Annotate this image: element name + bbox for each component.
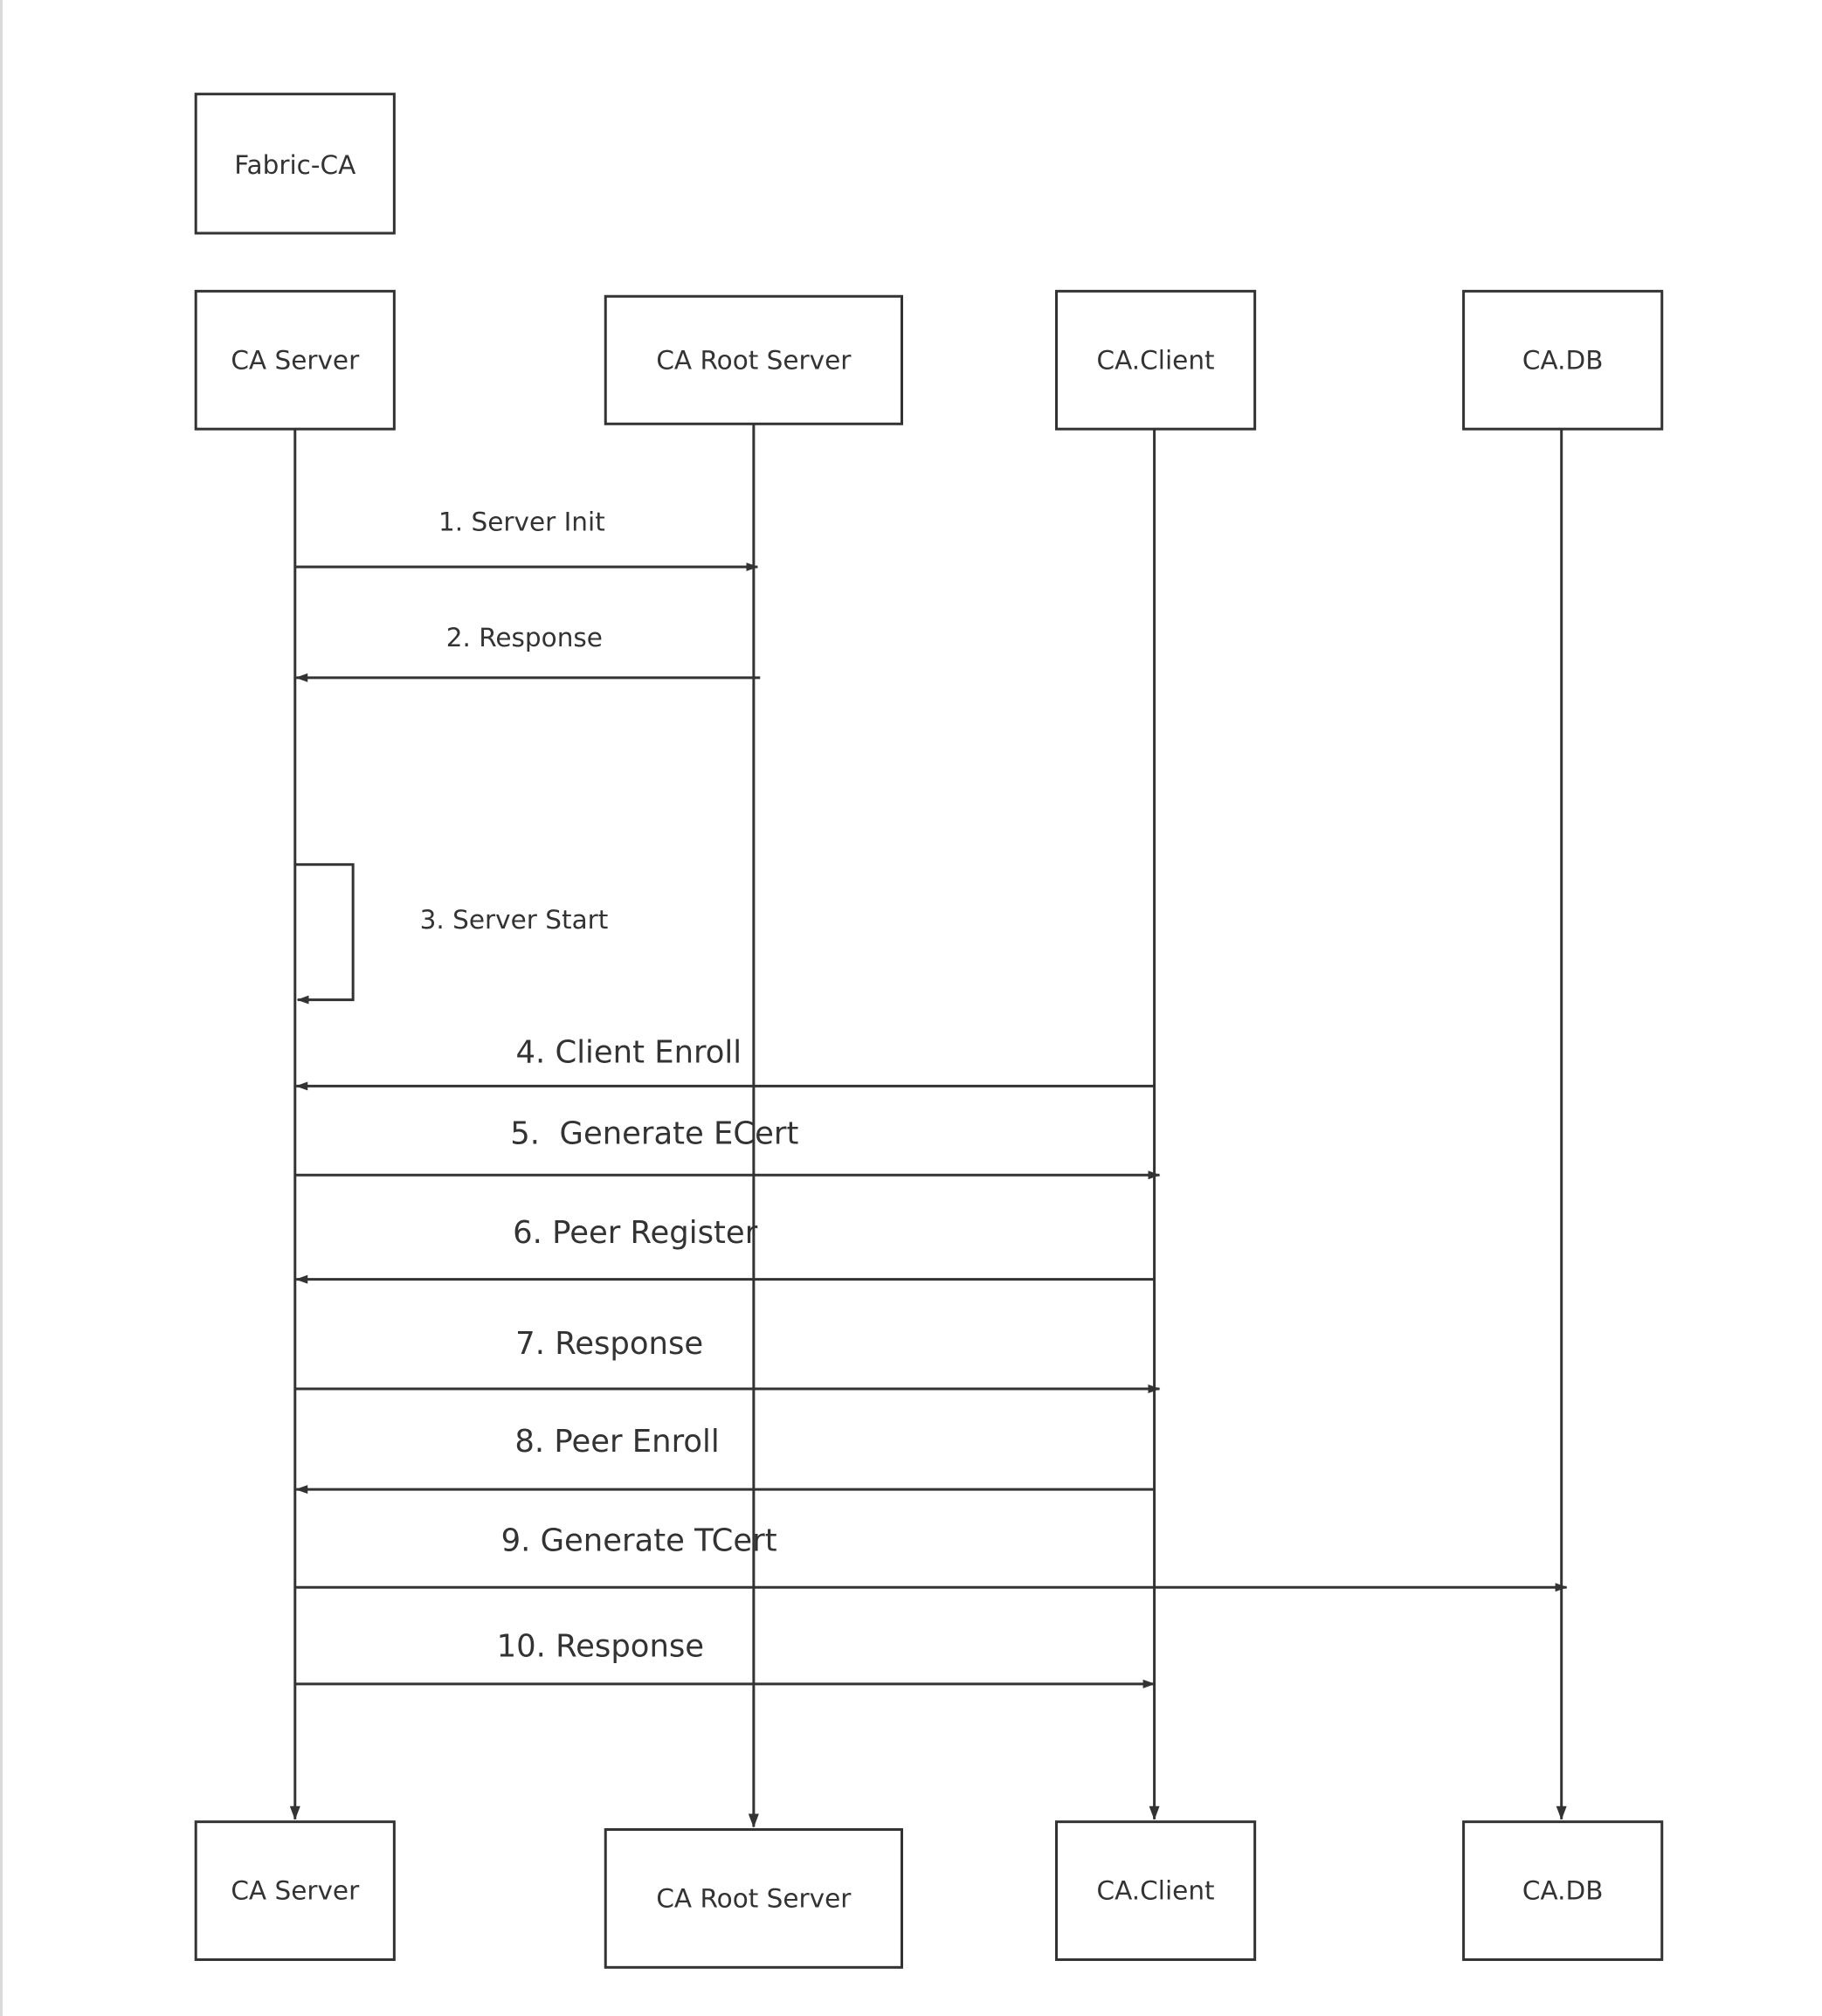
message-10: 10. Response [294,1629,1156,1688]
message-label-2: 2. Response [446,623,603,652]
message-8: 8. Peer Enroll [295,1424,1155,1495]
message-7: 7. Response [294,1326,1161,1394]
message-label-4: 4. Client Enroll [515,1035,742,1071]
message-label-3: 3. Server Start [420,905,609,935]
participant-frame-server-top [194,289,396,431]
left-edge-divider [0,0,3,2016]
participant-frame-root-bottom [604,1828,903,1969]
participant-label-client-top: CA.Client [1097,345,1215,375]
message-label-7: 7. Response [515,1326,703,1362]
fabric-ca-header-frame [194,93,396,235]
participant-frame-client-top [1055,289,1257,431]
participant-frame-client-bottom [1055,1820,1257,1961]
message-9: 9. Generate TCert [294,1523,1568,1592]
participant-label-server-bottom: CA Server [231,1876,360,1906]
participant-box-root-top: CA Root Server [604,294,903,425]
message-label-5: 5. Generate ECert [510,1116,798,1152]
participant-box-client-top: CA.Client [1055,289,1257,431]
participant-box-client-bottom: CA.Client [1055,1820,1257,1961]
message-label-9: 9. Generate TCert [501,1523,777,1559]
participant-label-db-bottom: CA.DB [1522,1876,1604,1906]
fabric-ca-header-label: Fabric-CA [234,150,355,180]
message-label-6: 6. Peer Register [513,1215,758,1251]
message-1: 1. Server Init [294,507,759,571]
participant-frame-root-top [604,294,903,425]
message-2: 2. Response [295,623,761,682]
participant-frame-server-bottom [194,1820,396,1961]
participant-label-root-top: CA Root Server [656,345,852,375]
participant-label-db-top: CA.DB [1522,345,1604,375]
message-3: 3. Server Start [294,863,609,1005]
participant-label-root-bottom: CA Root Server [656,1883,852,1913]
message-arrow-3 [294,863,355,1005]
participant-label-client-bottom: CA.Client [1097,1876,1215,1906]
participant-frame-db-top [1462,289,1664,431]
message-label-1: 1. Server Init [438,507,605,536]
fabric-ca-header-box: Fabric-CA [194,93,396,235]
participant-box-db-bottom: CA.DB [1462,1820,1664,1961]
message-5: 5. Generate ECert [294,1116,1161,1180]
message-label-10: 10. Response [497,1629,705,1665]
message-6: 6. Peer Register [295,1215,1155,1284]
participant-box-db-top: CA.DB [1462,289,1664,431]
participant-box-server-bottom: CA Server [194,1820,396,1961]
message-4: 4. Client Enroll [295,1035,1155,1091]
participant-frame-db-bottom [1462,1820,1664,1961]
participant-label-server-top: CA Server [231,345,360,375]
message-label-8: 8. Peer Enroll [514,1424,719,1460]
participant-box-server-top: CA Server [194,289,396,431]
participant-box-root-bottom: CA Root Server [604,1828,903,1969]
